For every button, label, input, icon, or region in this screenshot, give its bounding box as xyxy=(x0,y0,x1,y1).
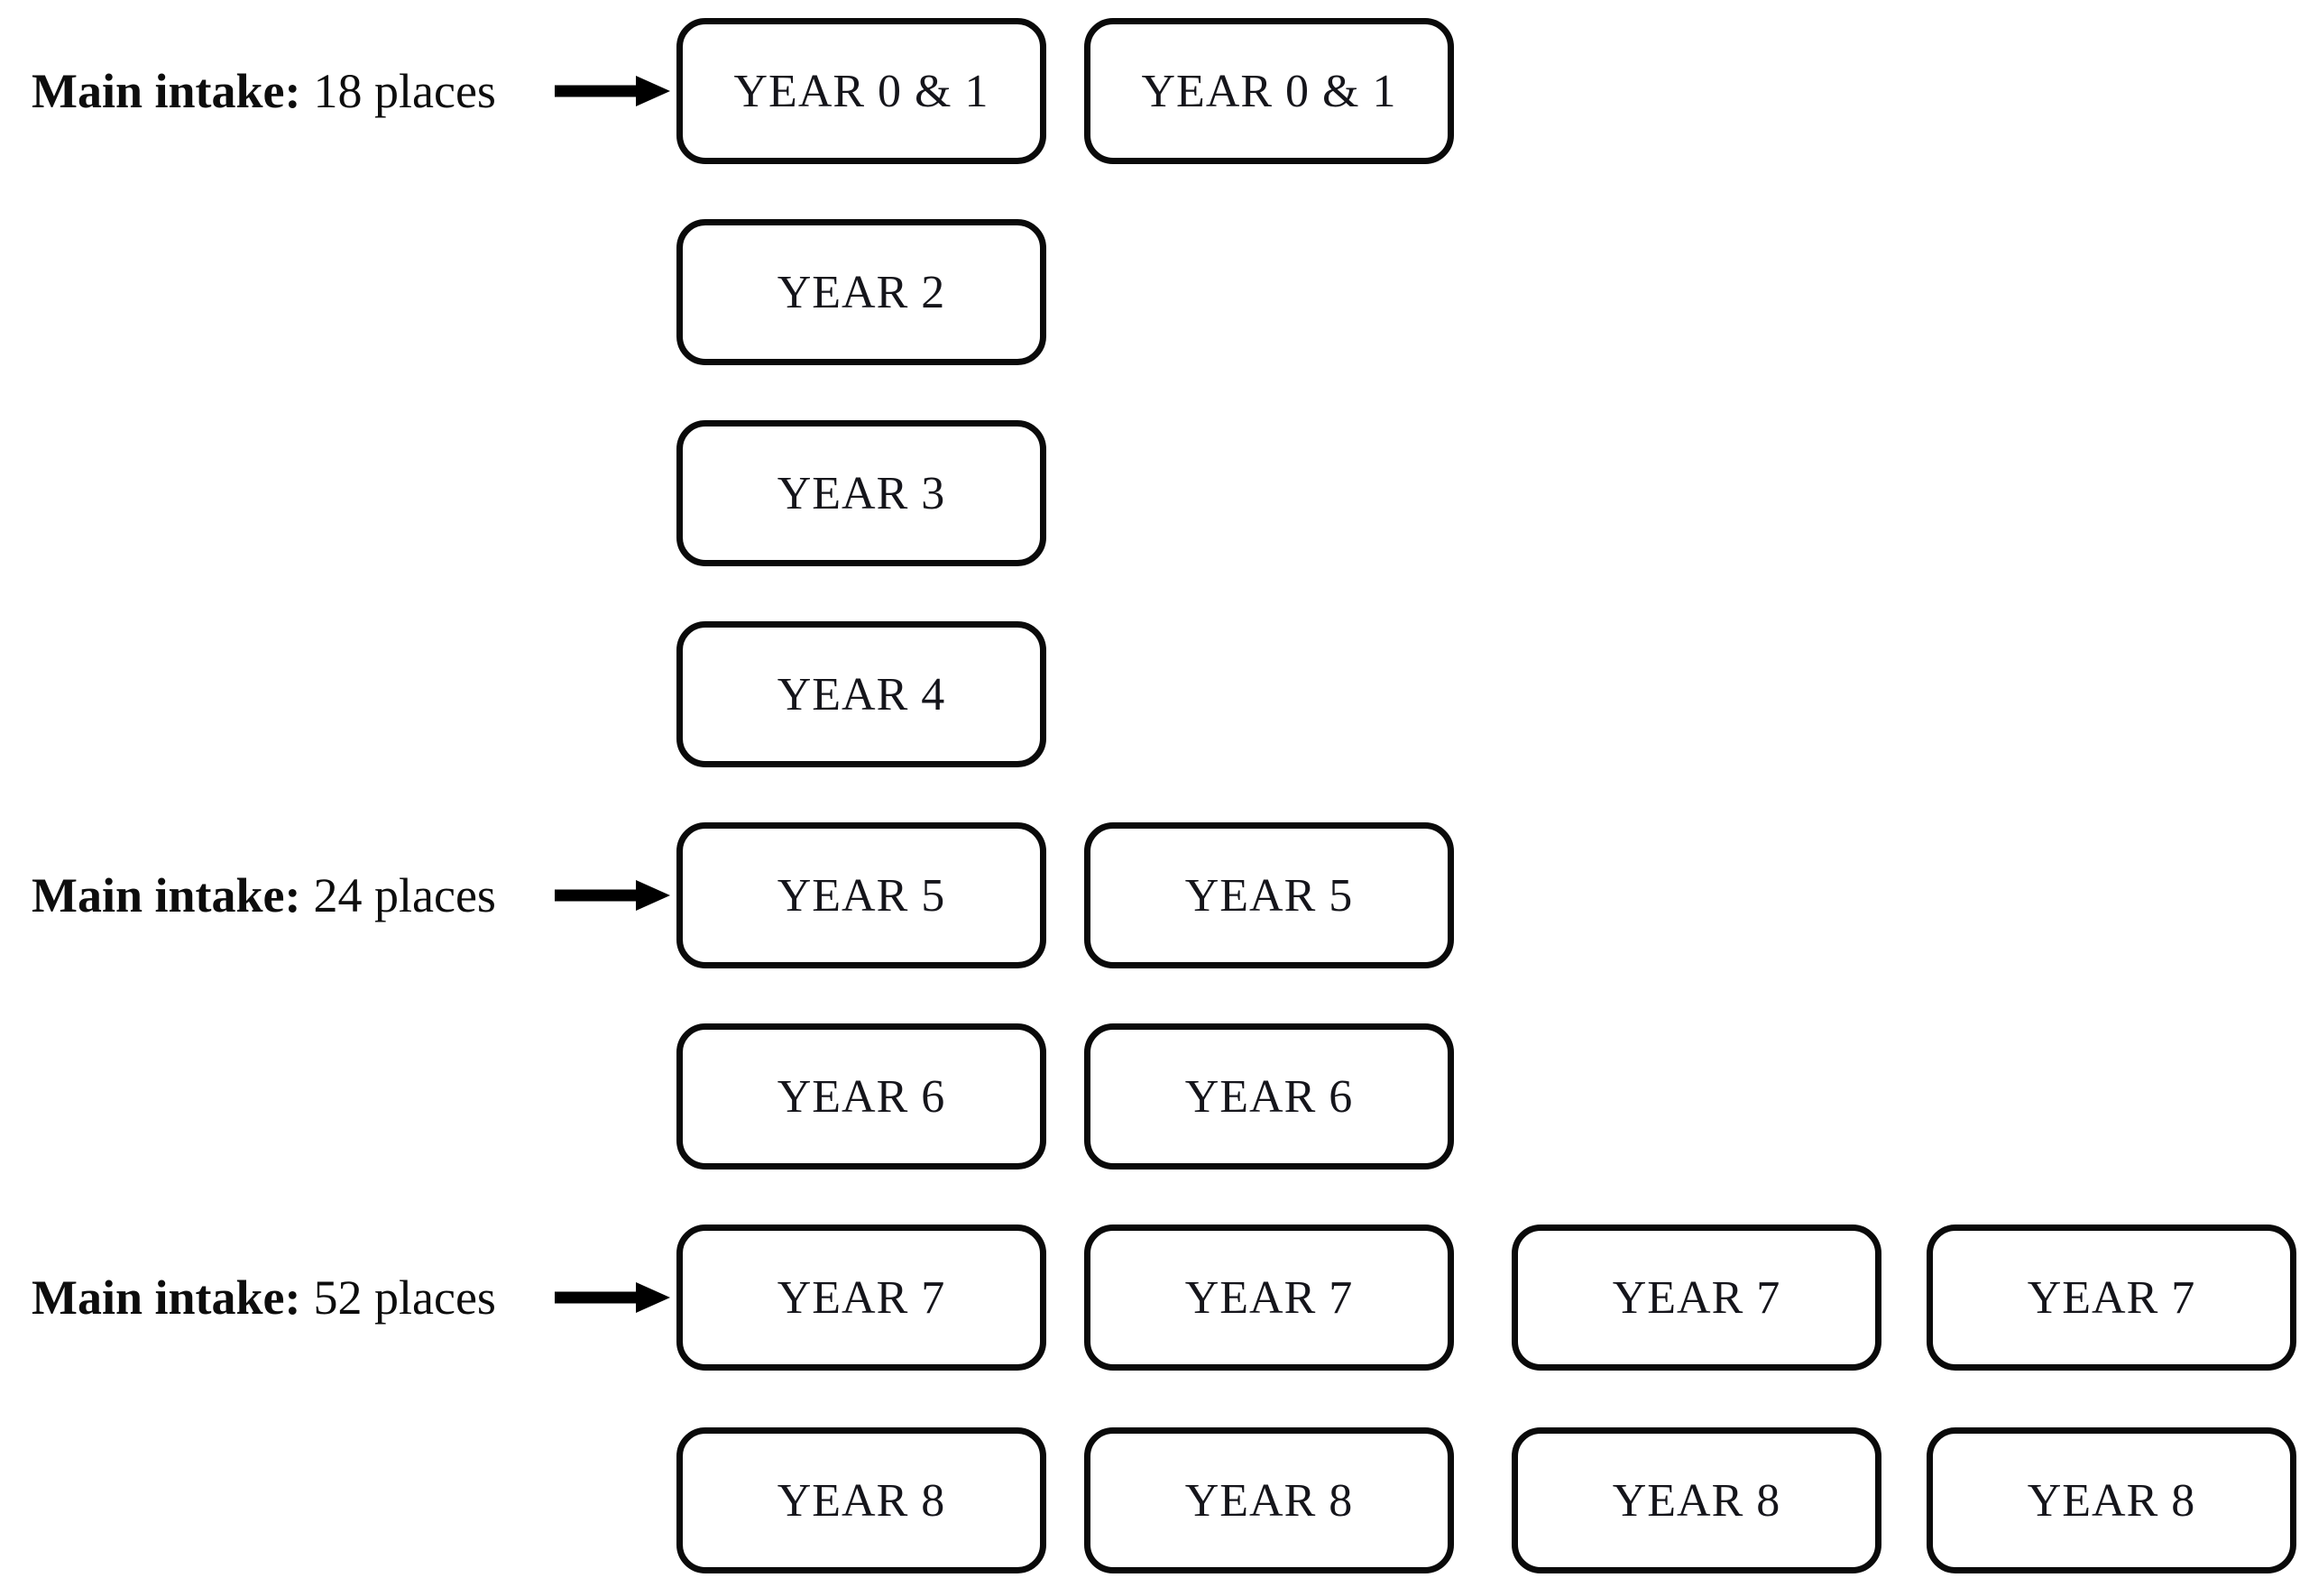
diagram-row-year-6: YEAR 6 YEAR 6 xyxy=(0,1023,2309,1169)
year-box: YEAR 0 & 1 xyxy=(676,18,1046,164)
year-box: YEAR 0 & 1 xyxy=(1084,18,1454,164)
arrow-right-icon xyxy=(555,1282,670,1313)
diagram-row-year-7: Main intake: 52 places YEAR 7 YEAR 7 YEA… xyxy=(0,1225,2309,1371)
main-intake-prefix: Main intake: xyxy=(32,64,301,118)
year-box: YEAR 8 xyxy=(1084,1427,1454,1573)
year-box-label: YEAR 0 & 1 xyxy=(733,65,989,117)
year-box-label: YEAR 6 xyxy=(777,1070,946,1123)
year-box-label: YEAR 8 xyxy=(2027,1474,2196,1527)
main-intake-label: Main intake: 18 places xyxy=(32,18,496,164)
year-box: YEAR 7 xyxy=(1512,1225,1881,1371)
main-intake-label: Main intake: 52 places xyxy=(32,1225,496,1371)
year-box: YEAR 3 xyxy=(676,420,1046,566)
year-box: YEAR 7 xyxy=(676,1225,1046,1371)
year-box-label: YEAR 4 xyxy=(777,668,946,720)
diagram-row-year-0-1: Main intake: 18 places YEAR 0 & 1 YEAR 0… xyxy=(0,18,2309,164)
year-box: YEAR 7 xyxy=(1927,1225,2296,1371)
diagram-row-year-8: YEAR 8 YEAR 8 YEAR 8 YEAR 8 xyxy=(0,1427,2309,1573)
year-box-label: YEAR 5 xyxy=(1184,869,1354,922)
main-intake-prefix: Main intake: xyxy=(32,868,301,922)
year-box: YEAR 5 xyxy=(1084,822,1454,968)
year-box-label: YEAR 2 xyxy=(777,266,946,318)
year-box: YEAR 7 xyxy=(1084,1225,1454,1371)
year-box-label: YEAR 5 xyxy=(777,869,946,922)
year-box-label: YEAR 7 xyxy=(1612,1271,1781,1324)
year-box: YEAR 2 xyxy=(676,219,1046,365)
year-box: YEAR 5 xyxy=(676,822,1046,968)
diagram-row-year-3: YEAR 3 xyxy=(0,420,2309,566)
diagram-row-year-4: YEAR 4 xyxy=(0,621,2309,767)
year-box-label: YEAR 8 xyxy=(1612,1474,1781,1527)
year-box: YEAR 8 xyxy=(1512,1427,1881,1573)
year-box-label: YEAR 8 xyxy=(1184,1474,1354,1527)
main-intake-places: 52 places xyxy=(313,1270,496,1325)
year-box-label: YEAR 3 xyxy=(777,467,946,519)
year-box-label: YEAR 7 xyxy=(777,1271,946,1324)
main-intake-prefix: Main intake: xyxy=(32,1270,301,1325)
year-box: YEAR 4 xyxy=(676,621,1046,767)
year-box-label: YEAR 6 xyxy=(1184,1070,1354,1123)
year-box: YEAR 8 xyxy=(676,1427,1046,1573)
arrow-right-icon xyxy=(555,880,670,911)
main-intake-places: 18 places xyxy=(313,64,496,118)
year-box-label: YEAR 0 & 1 xyxy=(1141,65,1397,117)
year-box: YEAR 6 xyxy=(676,1023,1046,1169)
arrow-right-icon xyxy=(555,76,670,106)
year-box-label: YEAR 7 xyxy=(2027,1271,2196,1324)
main-intake-label: Main intake: 24 places xyxy=(32,822,496,968)
year-box-label: YEAR 8 xyxy=(777,1474,946,1527)
year-box: YEAR 6 xyxy=(1084,1023,1454,1169)
year-box-label: YEAR 7 xyxy=(1184,1271,1354,1324)
year-box: YEAR 8 xyxy=(1927,1427,2296,1573)
diagram-row-year-5: Main intake: 24 places YEAR 5 YEAR 5 xyxy=(0,822,2309,968)
diagram-row-year-2: YEAR 2 xyxy=(0,219,2309,365)
main-intake-places: 24 places xyxy=(313,868,496,922)
